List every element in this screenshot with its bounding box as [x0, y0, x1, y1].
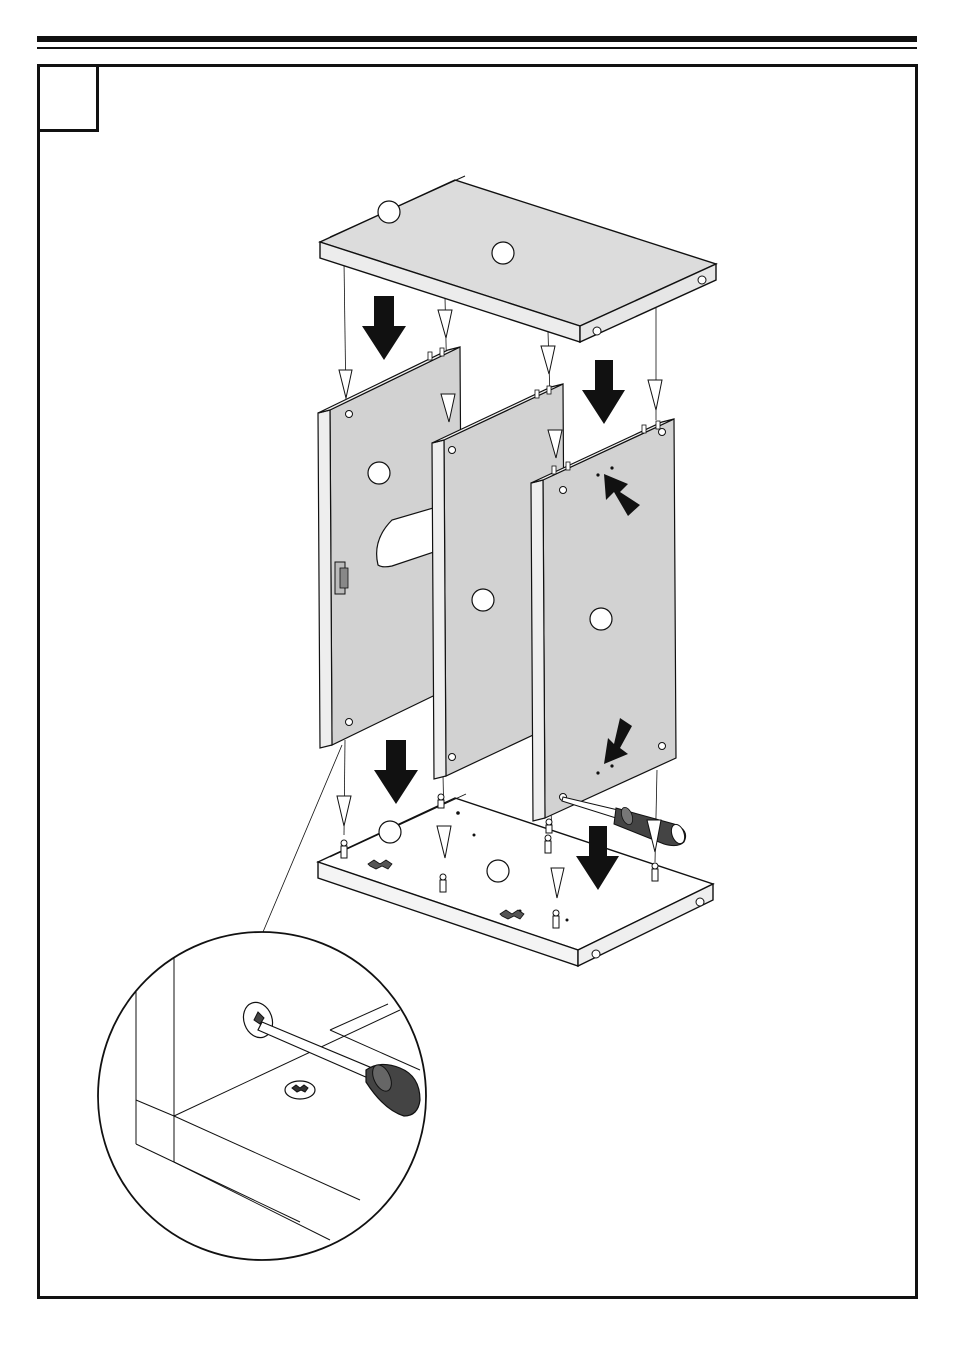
part-label-circle: [379, 821, 401, 843]
detail-magnifier: [98, 930, 426, 1260]
right-side-panel: [531, 419, 676, 821]
part-label-circle: [492, 242, 514, 264]
part-label-circle: [378, 201, 400, 223]
part-label-circle: [590, 608, 612, 630]
part-label-circle: [487, 860, 509, 882]
part-label-circle: [472, 589, 494, 611]
screwdriver: [562, 797, 687, 846]
part-label-circle: [368, 462, 390, 484]
